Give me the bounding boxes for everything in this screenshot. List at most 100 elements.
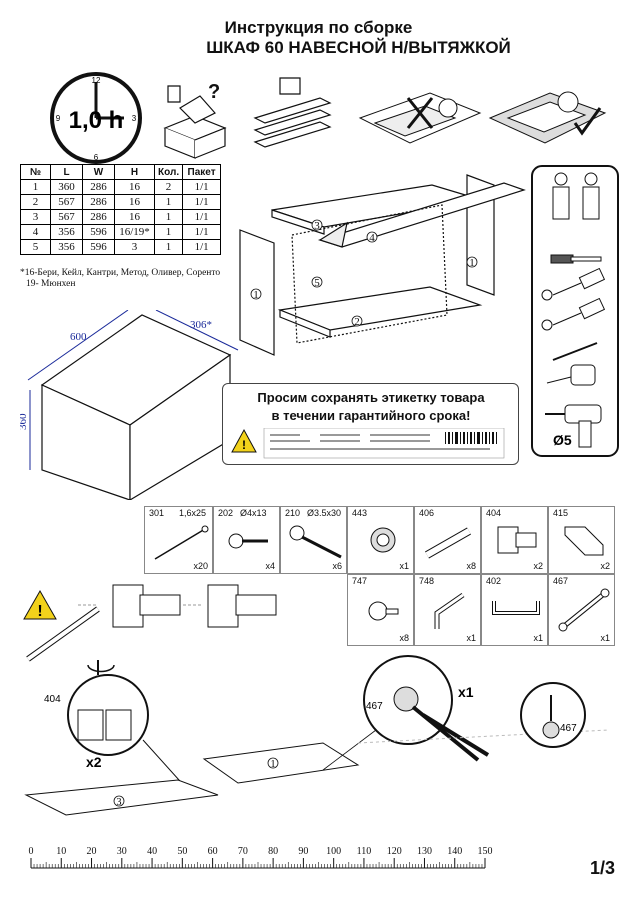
- cell: 5: [20, 239, 51, 255]
- hinge-closed-icon: [207, 584, 277, 628]
- hammer-icon: [550, 254, 602, 264]
- svg-text:?: ?: [208, 81, 220, 103]
- col-number: №: [20, 164, 51, 180]
- cell: 286: [82, 194, 115, 210]
- hw-code: 202: [218, 508, 234, 518]
- ruler-label: 110: [356, 846, 372, 857]
- ruler-label: 90: [298, 846, 309, 857]
- exploded-view-diagram: 1 1 3 4 5 2: [239, 174, 526, 356]
- part-label-5: 5: [314, 277, 320, 289]
- hw-code: 210: [285, 508, 301, 518]
- ruler-label: 20: [86, 846, 97, 857]
- hardware-415: 415 x2: [548, 506, 615, 574]
- warranty-line1: Просим сохранять этикетку товара: [257, 390, 485, 405]
- hw-spec: Ø4x13: [240, 508, 267, 518]
- clock-icon: 12 3 6 9 1,0 h: [50, 72, 142, 164]
- warning-triangle-icon: [23, 589, 57, 620]
- clock-time-label: 1,0 h: [69, 107, 124, 134]
- parts-footnote: *16-Бери, Кейл, Кантри, Метод, Оливер, С…: [20, 268, 270, 290]
- dowel-icon: [425, 527, 471, 559]
- hinge-open-icon: [112, 584, 181, 628]
- col-qty: Кол.: [153, 164, 184, 180]
- cabinet-height-label: 360: [20, 413, 29, 430]
- hw-code: 443: [352, 508, 368, 518]
- mount-qty-label: x1: [458, 684, 474, 700]
- cell: 2: [153, 179, 184, 195]
- doc-title-line1: Инструкция по сборке: [224, 18, 413, 37]
- bracket-detail-circle: [520, 682, 586, 748]
- mount-code-label-2: 467: [560, 723, 577, 734]
- cell: 1: [20, 179, 51, 195]
- hex-key-icon: [434, 592, 465, 629]
- top-icon-row: 12 3 6 9 1,0 h ?: [50, 72, 607, 164]
- cell: 567: [50, 194, 83, 210]
- tape-measure-icon: [546, 364, 596, 386]
- ruler-label: 80: [268, 846, 279, 857]
- panel-label-1: 1: [271, 759, 276, 770]
- unpack-correct-icon: [253, 77, 332, 148]
- ruler-label: 140: [447, 846, 463, 857]
- soft-floor-correct-icon: [488, 91, 607, 144]
- hardware-301: 301 1,6x25 x20: [144, 506, 213, 574]
- hardware-402: 402 x1: [481, 574, 548, 646]
- cell: 1/1: [182, 209, 222, 225]
- panel-5-back-fibre: [291, 204, 448, 344]
- cell: 1/1: [182, 224, 222, 240]
- hw-qty: x6: [332, 561, 342, 571]
- hw-qty: x1: [533, 633, 543, 643]
- hw-qty: x1: [466, 633, 476, 643]
- col-height: H: [114, 164, 155, 180]
- cell: 286: [82, 209, 115, 225]
- hard-floor-wrong-icon: [358, 92, 482, 144]
- ruler-label: 100: [326, 846, 342, 857]
- hw-code: 747: [352, 576, 368, 586]
- cell: 1: [153, 224, 184, 240]
- drill-icon: [545, 404, 602, 448]
- mount-code-label: 467: [366, 701, 383, 712]
- cell: 596: [82, 224, 115, 240]
- cell: 1/1: [182, 239, 222, 255]
- cell: 4: [20, 224, 51, 240]
- svg-text:!: !: [242, 438, 246, 452]
- assembled-cabinet-diagram: 600 306* 360: [20, 310, 239, 500]
- cell: 16: [114, 194, 155, 210]
- hardware-406: 406 x8: [414, 506, 481, 574]
- hw-qty: x1: [399, 561, 409, 571]
- col-package: Пакет: [182, 164, 222, 180]
- clock-3: 3: [132, 114, 137, 123]
- hardware-467: 467 x1: [548, 574, 615, 646]
- hw-qty: x8: [466, 561, 476, 571]
- cell: 1: [153, 209, 184, 225]
- cell: 360: [50, 179, 83, 195]
- col-length: L: [50, 164, 83, 180]
- phillips-screwdriver-icon: [541, 297, 606, 331]
- cell: 286: [82, 179, 115, 195]
- side-panel: [202, 742, 360, 784]
- ruler-label: 70: [237, 846, 248, 857]
- part-label-1b: 1: [469, 257, 475, 269]
- hw-code: 406: [419, 508, 435, 518]
- ruler-label: 0: [28, 846, 34, 857]
- screw-icon: [228, 533, 268, 549]
- ruler-label: 60: [207, 846, 218, 857]
- drill-bit-label: Ø5: [553, 432, 572, 448]
- part-label-4: 4: [369, 232, 375, 244]
- level-pencil-icon: [552, 342, 598, 361]
- hanger-bracket-icon: [564, 526, 604, 556]
- sample-label-graphic: !: [231, 428, 505, 459]
- hardware-202: 202 Ø4x13 x4: [213, 506, 280, 574]
- unpack-wrong-icon: ?: [163, 81, 227, 159]
- clock-9: 9: [56, 114, 61, 123]
- hinge-adjust-diagram: !: [23, 584, 277, 662]
- cell: 1/1: [182, 179, 222, 195]
- hinge-code-label: 404: [44, 694, 61, 705]
- cell: 356: [50, 224, 83, 240]
- gas-lift-icon: [558, 588, 610, 632]
- warning-triangle-icon: [231, 428, 257, 453]
- cell: 3: [20, 209, 51, 225]
- part-label-3: 3: [314, 220, 320, 232]
